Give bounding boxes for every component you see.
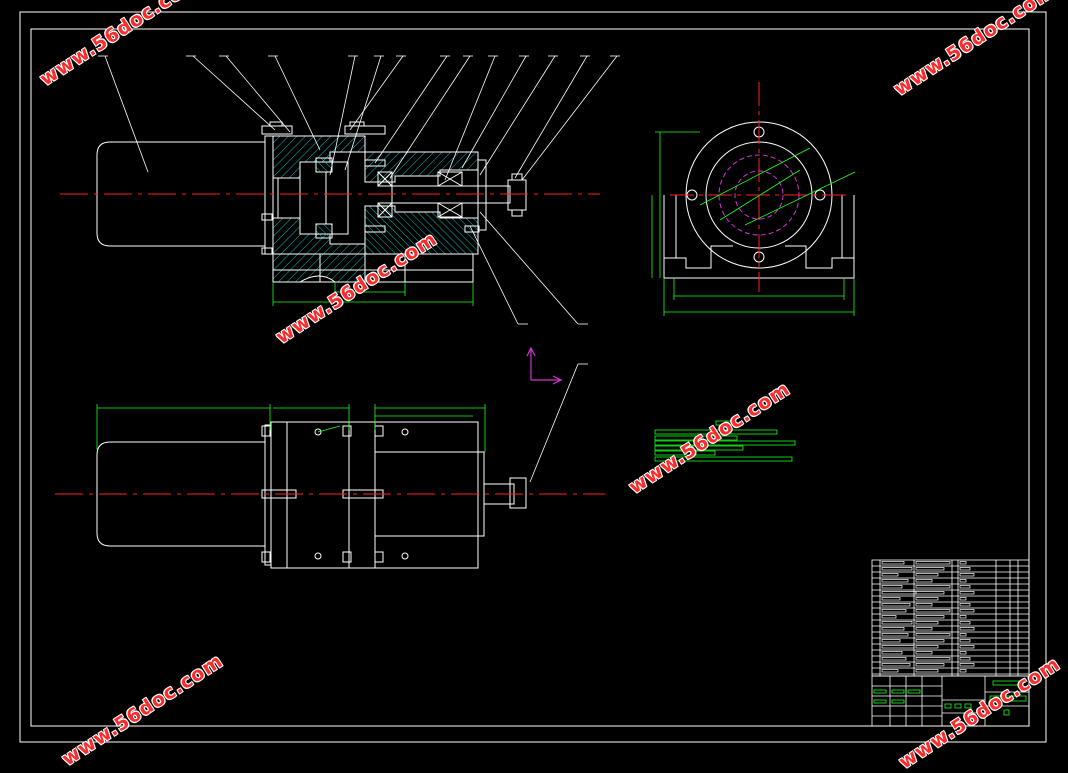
part-leader-lines bbox=[98, 55, 620, 483]
parts-row-text bbox=[881, 651, 903, 655]
front-section-view bbox=[96, 121, 527, 283]
parts-row-text bbox=[959, 663, 975, 667]
parts-row-text bbox=[881, 657, 907, 661]
parts-row-text bbox=[881, 615, 897, 619]
parts-row-text bbox=[881, 645, 915, 649]
parts-row-text bbox=[915, 669, 939, 673]
motor-top bbox=[96, 441, 266, 547]
parts-row-text bbox=[959, 603, 971, 607]
parts-row-text bbox=[915, 663, 945, 667]
bearing-right bbox=[437, 171, 463, 218]
parts-row-text bbox=[915, 591, 945, 595]
parts-row-text bbox=[915, 657, 951, 661]
ucs-icon bbox=[526, 346, 563, 385]
parts-row-text bbox=[881, 591, 917, 595]
parts-row-text bbox=[881, 669, 899, 673]
parts-row-text bbox=[881, 633, 909, 637]
parts-row-text bbox=[915, 621, 939, 625]
coupling bbox=[299, 161, 349, 235]
motor-body bbox=[96, 141, 266, 247]
parts-row-text bbox=[915, 561, 951, 565]
parts-row-text bbox=[915, 645, 939, 649]
side-dimensions bbox=[651, 131, 856, 316]
parts-row-text bbox=[881, 609, 907, 613]
parts-row-text bbox=[959, 591, 975, 595]
parts-row-text bbox=[959, 633, 967, 637]
parts-row-text bbox=[915, 585, 951, 589]
top-dimensions bbox=[96, 404, 486, 452]
parts-row-text bbox=[881, 567, 913, 571]
technical-notes bbox=[654, 420, 796, 462]
parts-row-text bbox=[881, 597, 901, 601]
sheet-border bbox=[19, 11, 1047, 743]
parts-row-text bbox=[915, 615, 945, 619]
parts-list-table bbox=[871, 559, 1030, 677]
parts-row-text bbox=[881, 639, 901, 643]
parts-row-text bbox=[915, 609, 951, 613]
parts-row-text bbox=[881, 663, 911, 667]
parts-row-text bbox=[959, 585, 971, 589]
parts-row-text bbox=[959, 657, 971, 661]
parts-row-text bbox=[881, 603, 911, 607]
parts-row-text bbox=[915, 573, 939, 577]
title-block bbox=[871, 675, 1030, 727]
parts-row-text bbox=[915, 597, 939, 601]
parts-list-text bbox=[881, 561, 975, 673]
parts-row-text bbox=[959, 579, 967, 583]
parts-row-text bbox=[881, 627, 905, 631]
parts-row-text bbox=[959, 567, 971, 571]
parts-row-text bbox=[881, 573, 899, 577]
base-plate bbox=[272, 253, 474, 283]
front-dimensions bbox=[272, 282, 474, 306]
parts-row-text bbox=[881, 585, 903, 589]
parts-row-text bbox=[915, 579, 933, 583]
top-view bbox=[96, 421, 527, 569]
parts-row-text bbox=[915, 567, 945, 571]
parts-row-text bbox=[959, 615, 967, 619]
bearing-left bbox=[377, 171, 393, 218]
parts-row-text bbox=[915, 651, 933, 655]
parts-row-text bbox=[959, 573, 975, 577]
parts-row-text bbox=[915, 603, 933, 607]
parts-row-text bbox=[959, 669, 967, 673]
parts-row-text bbox=[881, 579, 909, 583]
parts-row-text bbox=[915, 627, 933, 631]
parts-row-text bbox=[959, 639, 971, 643]
parts-row-text bbox=[959, 651, 967, 655]
output-coupling bbox=[507, 179, 527, 211]
parts-row-text bbox=[959, 621, 971, 625]
parts-row-text bbox=[881, 621, 913, 625]
parts-row-text bbox=[959, 627, 975, 631]
parts-row-text bbox=[959, 561, 967, 565]
title-block-text bbox=[873, 680, 1027, 716]
parts-row-text bbox=[959, 609, 975, 613]
parts-row-text bbox=[915, 639, 945, 643]
parts-row-text bbox=[959, 597, 967, 601]
parts-row-text bbox=[881, 561, 905, 565]
parts-row-text bbox=[915, 633, 951, 637]
parts-row-text bbox=[959, 645, 975, 649]
